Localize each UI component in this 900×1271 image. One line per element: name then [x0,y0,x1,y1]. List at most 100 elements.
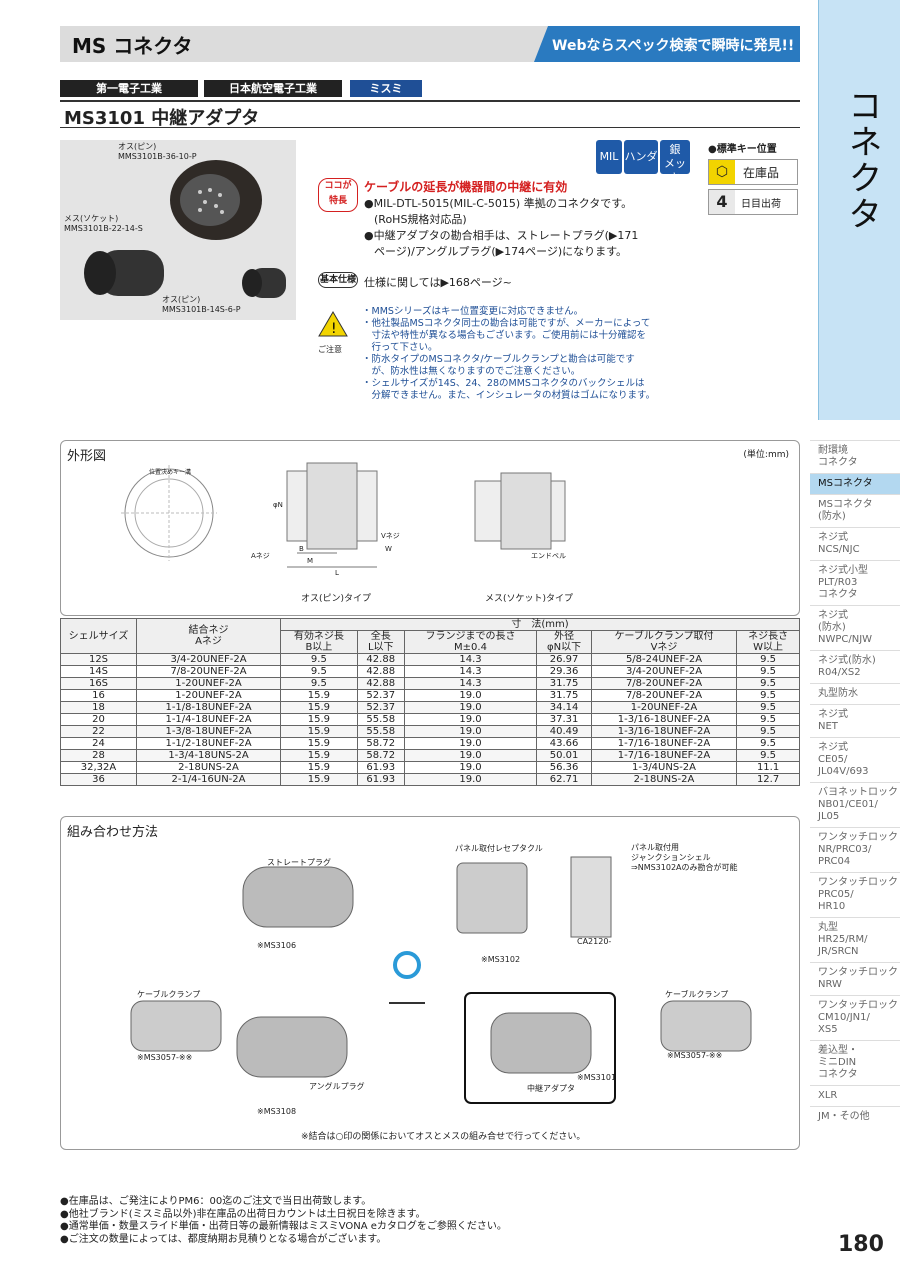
table-cell: 9.5 [280,665,358,678]
table-cell: 1-1/4-18UNEF-2A [136,713,281,726]
table-cell: 40.49 [536,725,592,738]
caution-line: 分解できません。また、インシュレータの材質はゴムになります。 [362,390,656,401]
table-cell: 3/4-20UNEF-2A [136,653,281,666]
table-cell: 12S [60,653,137,666]
table-cell: 19.0 [403,701,538,714]
table-cell: 62.71 [536,773,592,786]
silver-badge: 銀メッキ [660,140,690,184]
table-cell: 1-20UNEF-2A [590,701,738,714]
table-cell: 1-3/4UNS-2A [590,761,738,774]
web-search-banner[interactable]: Webならスペック検索で瞬時に発見!! [534,26,800,62]
table-cell: 15.9 [280,713,358,726]
side-menu-item[interactable]: ネジ式 NET [810,704,900,737]
dimension-drawing-panel: 外形図 (単位:mm) 位置決めキー溝 Aネジ Vネジ φN B W M L エ… [60,440,800,616]
side-menu-item[interactable]: ネジ式小型 PLT/R03 コネクタ [810,560,900,605]
table-cell: 36 [60,773,137,786]
stock-box: ⬡ 在庫品 [708,159,798,185]
table-cell: 9.5 [736,653,800,666]
table-cell: 1-20UNEF-2A [136,677,281,690]
table-cell: 9.5 [736,689,800,702]
table-cell: 31.75 [536,677,592,690]
table-cell: 43.66 [536,737,592,750]
side-menu-item[interactable]: ネジ式 (防水) NWPC/NJW [810,605,900,650]
table-cell: 9.5 [736,677,800,690]
table-cell: 9.5 [736,665,800,678]
footer-notes: ●在庫品は、ご発注によりPM6：00迄のご注文で当日出荷致します。●他社ブランド… [60,1196,507,1246]
table-cell: 61.93 [356,761,405,774]
table-cell: 42.88 [356,653,405,666]
side-menu-item[interactable]: ワンタッチロック PRC05/ HR10 [810,872,900,917]
side-menu-item[interactable]: 差込型・ ミニDIN コネクタ [810,1040,900,1085]
footer-line: ●他社ブランド(ミスミ品以外)非在庫品の出荷日カウントは土日祝日を除きます。 [60,1208,426,1220]
page-number: 180 [838,1232,884,1257]
table-cell: 1-7/16-18UNEF-2A [590,737,738,750]
table-cell: 55.58 [356,725,405,738]
ship-days-box: 4 日目出荷 [708,189,798,215]
table-cell: 28 [60,749,137,762]
side-menu-item[interactable]: MSコネクタ (防水) [810,494,900,527]
cube-icon: ⬡ [709,160,735,184]
table-cell: 14.3 [403,677,538,690]
photo-label-b1: メス(ソケット) [64,214,119,223]
svg-text:!: ! [331,321,337,337]
side-menu-item[interactable]: ネジ式 NCS/NJC [810,527,900,560]
table-cell: 15.9 [280,773,358,786]
key-position: ●標準キー位置 ⬡ 在庫品 4 日目出荷 [708,140,798,215]
table-cell: 58.72 [356,737,405,750]
unit-label: (単位:mm) [743,450,789,460]
table-cell: 19.0 [403,689,538,702]
table-cell: 37.31 [536,713,592,726]
connector-photo-icon [84,160,286,298]
table-cell: 19.0 [403,761,538,774]
combination-title: 組み合わせ方法 [67,825,159,840]
table-cell: 9.5 [736,701,800,714]
combination-panel: 組み合わせ方法 ストレートプラグ ※MS3106 ケーブルクランプ ※MS305… [60,816,800,1150]
table-cell: 9.5 [736,737,800,750]
table-cell: 15.9 [280,725,358,738]
table-cell: 2-18UNS-2A [590,773,738,786]
table-cell: 16 [60,689,137,702]
side-menu-item[interactable]: XLR [810,1085,900,1106]
footer-line: ●ご注文の数量によっては、都度納期お見積りとなる場合がございます。 [60,1233,387,1245]
table-cell: 58.72 [356,749,405,762]
spec-tag: 基本仕様 [318,272,358,288]
spec-link[interactable]: 仕様に関しては▶168ページ~ [364,276,512,289]
table-cell: 7/8-20UNEF-2A [590,677,738,690]
feature-headline: ケーブルの延長が機器間の中継に有効 [364,180,568,194]
caution-line: ・MMSシリーズはキー位置変更に対応できません。 [362,306,584,317]
combination-diagram-icon [130,856,752,1104]
side-menu-item[interactable]: 耐環境 コネクタ [810,440,900,473]
side-menu-item[interactable]: バヨネットロック NB01/CE01/ JL05 [810,782,900,827]
table-cell: 52.37 [356,689,405,702]
side-menu-item[interactable]: MSコネクタ [810,473,900,494]
table-cell: 15.9 [280,701,358,714]
side-menu-item[interactable]: ワンタッチロック CM10/JN1/ XS5 [810,995,900,1040]
side-menu-item[interactable]: 丸型防水 [810,683,900,704]
male-type-label: オス(ピン)タイプ [301,594,372,604]
table-cell: 2-18UNS-2A [136,761,281,774]
table-cell: 19.0 [403,737,538,750]
table-cell: 9.5 [280,677,358,690]
side-menu-item[interactable]: JM・その他 [810,1106,900,1127]
product-title: MS3101 中継アダプタ [60,100,800,129]
table-cell: 29.36 [536,665,592,678]
side-menu-item[interactable]: 丸型 HR25/RM/ JR/SRCN [810,917,900,962]
mil-badge: MIL [596,140,622,174]
side-menu-item[interactable]: ワンタッチロック NRW [810,962,900,995]
caution-block: ! ご注意 [318,310,348,355]
table-cell: 1-3/16-18UNEF-2A [590,725,738,738]
side-menu-item[interactable]: ワンタッチロック NR/PRC03/ PRC04 [810,827,900,872]
table-cell: 2-1/4-16UN-2A [136,773,281,786]
side-menu-item[interactable]: ネジ式(防水) R04/XS2 [810,650,900,683]
table-cell: 5/8-24UNEF-2A [590,653,738,666]
connector-outline-drawing-icon [121,462,566,568]
table-cell: 15.9 [280,749,358,762]
side-menu-item[interactable]: ネジ式 CE05/ JL04V/693 [810,737,900,782]
